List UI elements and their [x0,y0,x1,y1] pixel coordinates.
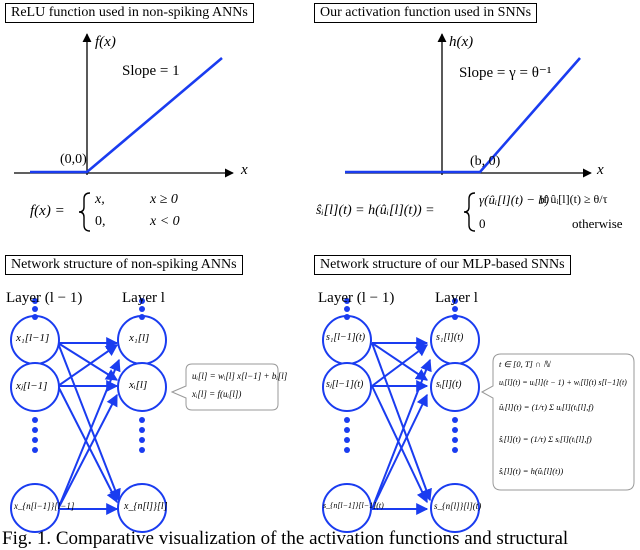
ann-equation-1: uᵢ[l] = wᵢ[l] x[l−1] + bᵢ[l] [192,371,288,381]
snn-connections [371,337,432,515]
snn-curr-node-n: s_{n[l]}[l](t) [434,501,482,511]
ours-case2-value: 0 [479,216,486,231]
ours-panel-title: Our activation function used in SNNs [314,3,538,23]
snn-prev-node-1: s₁[l−1](t) [326,332,366,343]
ours-case2-condition: otherwise [572,216,623,231]
relu-case2-condition: x < 0 [150,214,180,229]
ann-curr-nodes [117,315,167,533]
snn-network-panel-title: Network structure of our MLP-based SNNs [314,255,571,275]
snn-ellipsis-dots [344,298,458,453]
ours-y-axis-label: h(x) [449,34,474,50]
ann-curr-node-n: x_{n[l]}[l] [124,501,168,512]
ann-curr-node-i: xᵢ[l] [129,379,148,391]
ann-connections [57,337,121,515]
snn-equation-callout [480,353,635,491]
relu-y-axis-label: f(x) [95,34,116,50]
ann-prev-node-n: x_{n[l−1]}[l−1] [14,501,75,511]
snn-curr-node-i: sᵢ[l](t) [436,379,462,390]
snn-equation-5: ŝᵢ[l](t) = h(ûᵢ[l](t)) [499,466,564,476]
relu-case1-value: x, [95,192,105,207]
ann-ellipsis-dots [32,298,145,453]
snn-curr-nodes [430,315,480,533]
relu-case1-condition: x ≥ 0 [150,192,178,207]
relu-case2-value: 0, [95,214,106,229]
ann-prev-node-j: xⱼ[l−1] [16,380,48,392]
snn-layer-curr-label: Layer l [435,290,478,306]
ours-slope-label: Slope = γ = θ⁻¹ [459,65,552,81]
ann-network-panel-title: Network structure of non-spiking ANNs [5,255,243,275]
ours-threshold-label: (b, 0) [470,154,501,169]
ours-case1-condition-visible: if ûᵢ[l](t) ≥ θ/τ [540,192,608,206]
ann-equation-callout [170,363,279,411]
snn-equation-4: ŝᵢ[l](t) = (1/τ) Σ sᵢ[l](tᵢ[l],f) [499,434,592,444]
snn-equation-2: uᵢ[l](t) = uᵢ[l](t − 1) + wᵢ[l](t) s[l−1… [499,378,627,387]
relu-formula-lhs: f(x) = [30,203,65,219]
snn-equation-3: ûᵢ[l](t) = (1/τ) Σ uᵢ[l](tᵢ[l],f) [499,402,594,412]
ours-formula-lhs: ŝᵢ[l](t) = h(ûᵢ[l](t)) = [316,203,435,218]
snn-prev-node-j: sⱼ[l−1](t) [326,379,364,390]
relu-curve [30,57,223,174]
ours-activation-curve [345,57,581,174]
snn-prev-nodes [322,315,372,533]
ann-curr-node-1: x₁[l] [129,332,150,344]
ours-formula-brace [463,192,476,232]
ann-prev-nodes [10,315,60,533]
ours-case1-value: γ(ûᵢ[l](t) − b) [479,192,550,207]
ours-x-axis-label: x [597,162,604,178]
relu-x-axis-label: x [241,162,248,178]
ann-layer-curr-label: Layer l [122,290,165,306]
ann-layer-prev-label-visible: Layer (l − 1) [6,290,83,306]
figure-caption: Fig. 1. Comparative visualization of the… [2,528,569,549]
relu-formula-brace [78,192,91,232]
relu-panel-title: ReLU function used in non-spiking ANNs [5,3,254,23]
ann-prev-node-1: x₁[l−1] [16,332,50,344]
relu-slope-label: Slope = 1 [122,63,180,79]
ann-equation-2: xᵢ[l] = f(uᵢ[l]) [192,389,242,399]
relu-origin-label: (0,0) [60,152,87,167]
snn-curr-node-1: s₁[l](t) [436,332,464,343]
snn-equation-1: t ∈ [0, T] ∩ ℕ [499,359,551,369]
snn-layer-prev-label: Layer (l − 1) [318,290,395,306]
snn-prev-node-n: s_{n[l−1]}[l−1](t) [323,501,384,510]
